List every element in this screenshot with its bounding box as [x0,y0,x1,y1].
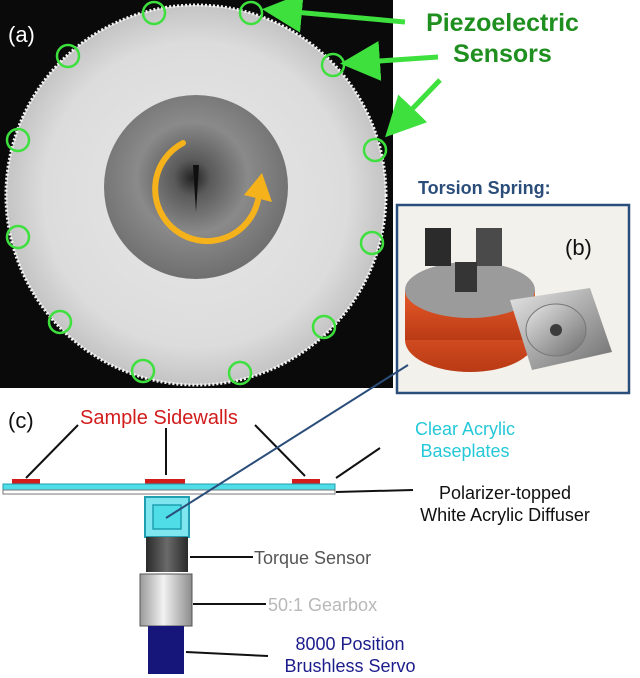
clear-acrylic-label: Clear Acrylic Baseplates [414,419,516,461]
pointer-arrow [262,0,406,33]
sensor-circle-icon [227,360,253,386]
sensor-circle-icon [362,137,388,163]
polarizer-diffuser-label: Polarizer-topped White Acrylic Diffuser [420,483,590,525]
panel-a-photo [0,0,393,388]
diffuser-plate [2,489,336,495]
panel-b-photo [395,203,631,395]
sensor-circle-icon [47,309,73,335]
sensor-circle-icon [55,43,81,69]
sensor-circle-icon [141,0,167,26]
coupling-jaw [425,228,451,266]
sensor-circle-icon [5,224,31,250]
sidewall-right [292,479,320,484]
clockwise-rotation-arrow-icon [152,140,272,245]
sensor-pointer-arrows [262,0,442,138]
sidewall-pointer [25,424,79,479]
sensor-circle-icon [238,0,264,26]
spring-bore [550,324,562,336]
sensor-circle-icon [5,127,31,153]
torque-sensor-block [146,537,188,572]
servo-pointer [185,651,269,657]
panel-b-label: (b) [565,235,592,260]
pointer-arrow [340,41,439,81]
diffuser-pointer [335,489,414,493]
sensor-circle-icon [311,314,337,340]
torque-sensor-label: Torque Sensor [254,548,372,568]
coupling-jaw [476,228,502,266]
sensor-circles [5,0,388,386]
sensor-circle-icon [130,358,156,384]
spring-link-line [165,364,409,519]
sidewall-left [12,479,40,484]
center-shaft [193,165,199,212]
piezo-sensors-label: Piezoelectric Sensors [426,9,579,68]
sidewall-pointer [254,424,306,477]
servo-block [148,626,184,674]
acrylic-baseplate [2,483,336,491]
torsion-spring-label: Torsion Spring: [418,178,551,198]
panel-c-schematic [2,364,414,674]
sample-sidewalls-label: Sample Sidewalls [80,407,238,429]
panel-a-label: (a) [8,22,35,47]
gearbox-label: 50:1 Gearbox [268,595,378,615]
baseplate-pointer [335,447,381,479]
sensor-circle-icon [359,230,385,256]
gearbox-block [139,573,193,627]
sidewall-center [145,479,185,484]
coupling-jaw [455,262,477,292]
panel-c-label: (c) [8,408,34,433]
servo-label: 8000 Position Brushless Servo [284,634,416,676]
pointer-arrow [385,78,442,138]
